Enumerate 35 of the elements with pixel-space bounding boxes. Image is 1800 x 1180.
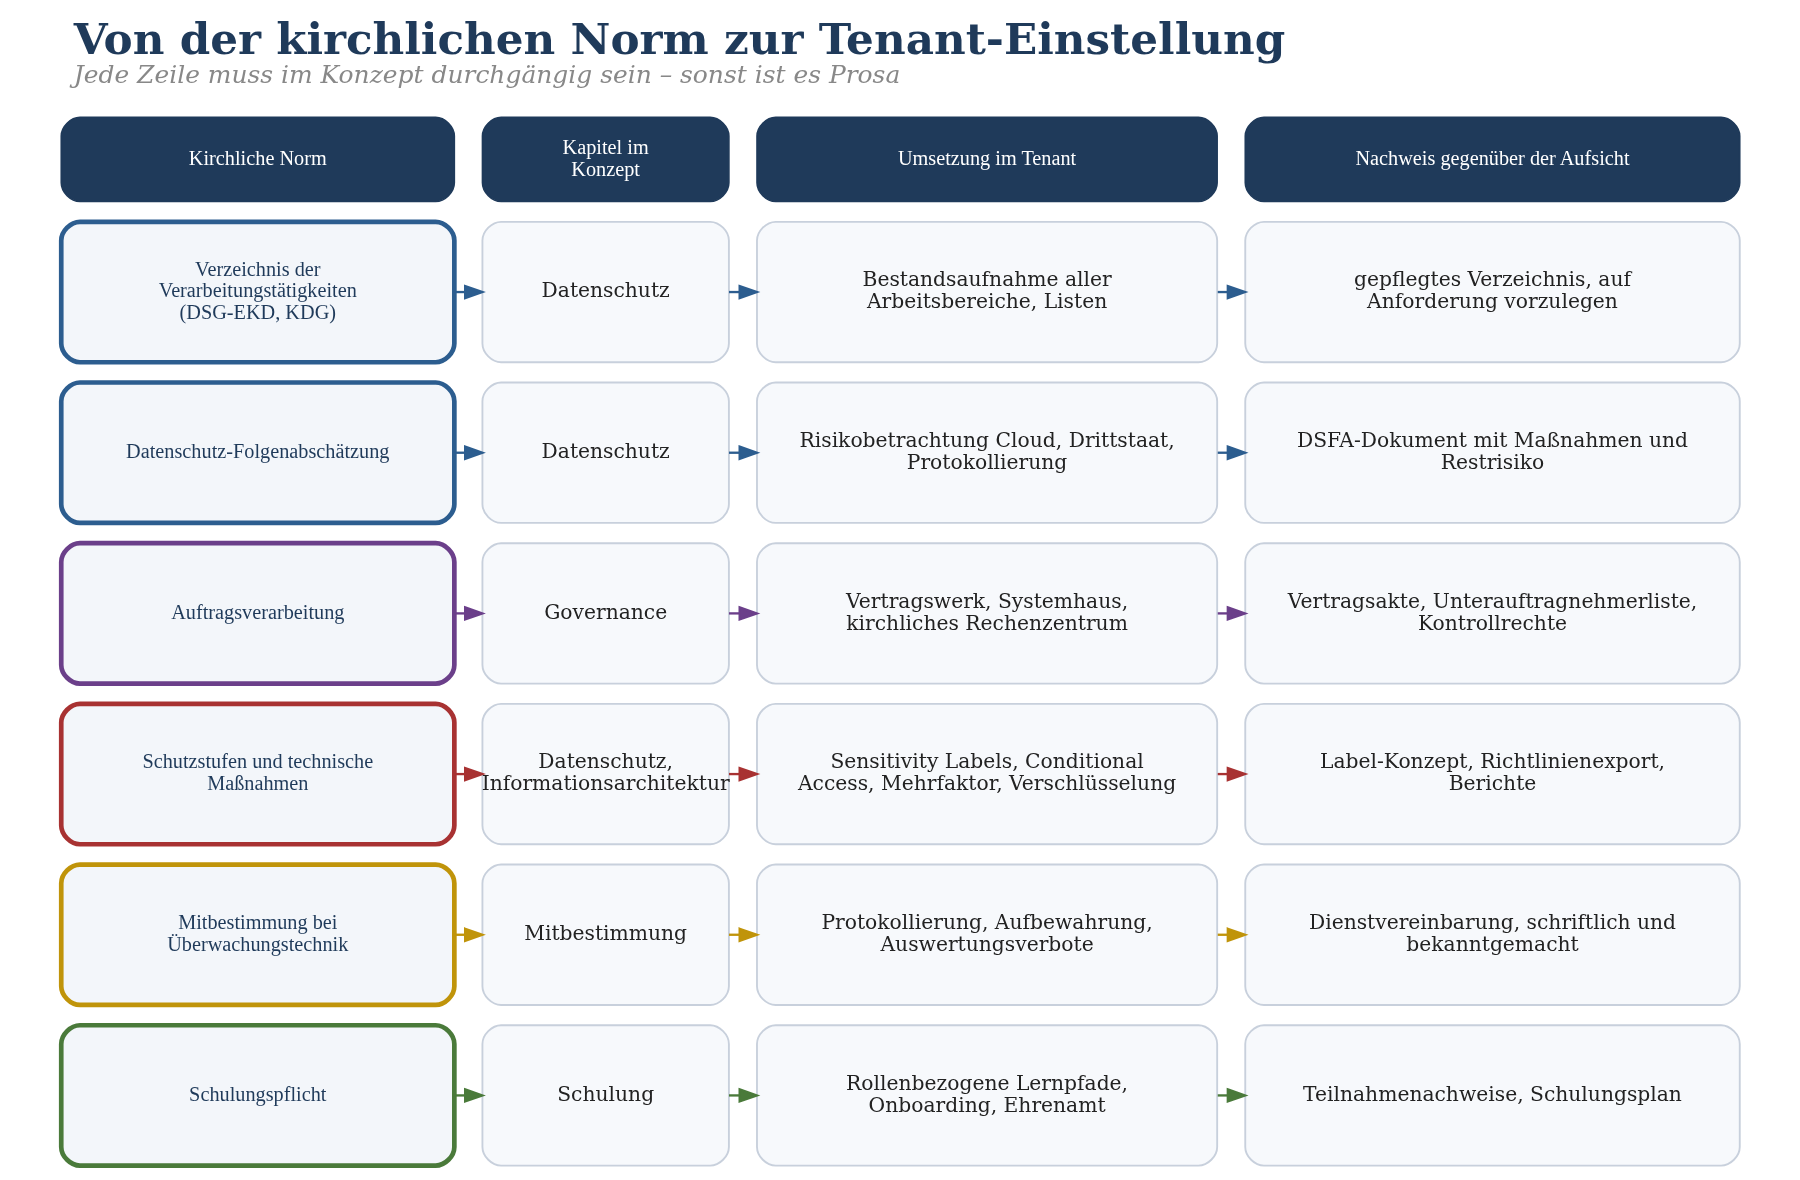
node-box: Bestandsaufnahme aller Arbeitsbereiche, Listen	[755, 220, 1218, 364]
node-box: Verzeichnis der Verarbeitungstätigkeiten (DSG-EKD, KDG)	[58, 219, 457, 365]
node-box: Teilnahmenachweise, Schulungsplan	[1243, 1024, 1741, 1167]
node-box: Datenschutz, Informationsarchitektur	[481, 702, 730, 846]
node-box: Auftragsverarbeitung	[58, 540, 457, 686]
node-box: Schulung	[481, 1024, 730, 1167]
node-box: Datenschutz-Folgenabschätzung	[58, 380, 457, 526]
node-box: Vertragswerk, Systemhaus, kirchliches Rechenzentrum	[755, 542, 1218, 685]
arrow	[1217, 605, 1249, 622]
node-box: Risikobetrachtung Cloud, Drittstaat, Protokollierung	[755, 381, 1218, 524]
node-box: Mitbestimmung bei Überwachungstechnik	[58, 862, 457, 1008]
node-box: Schutzstufen und technische Maßnahmen	[58, 701, 457, 847]
node-box: Datenschutz	[481, 381, 730, 524]
node-box: Rollenbezogene Lernpfade, Onboarding, Ehrenamt	[755, 1024, 1218, 1167]
node-box: Protokollierung, Aufbewahrung, Auswertungsverbote	[755, 863, 1218, 1006]
node-box: Dienstvereinbarung, schriftlich und bekanntgemacht	[1243, 863, 1741, 1006]
node-box: gepflegtes Verzeichnis, auf Anforderung vorzulegen	[1243, 220, 1741, 364]
arrow	[728, 605, 760, 622]
arrow	[453, 605, 486, 622]
node-box: Kapitel im Konzept	[481, 116, 730, 203]
arrow	[728, 1087, 760, 1104]
node-box: Vertragsakte, Unterauftragnehmerliste, Kontrollrechte	[1243, 542, 1741, 685]
node-box: Label-Konzept, Richtlinienexport, Berichte	[1243, 702, 1741, 846]
node-box: Schulungspflicht	[58, 1022, 457, 1168]
node-box: DSFA-Dokument mit Maßnahmen und Restrisiko	[1243, 381, 1741, 524]
diagram-title: Von der kirchlichen Norm zur Tenant-Einstellung	[73, 13, 1285, 64]
node-box: Governance	[481, 542, 730, 685]
node-box: Kirchliche Norm	[59, 116, 455, 203]
node-box: Sensitivity Labels, Conditional Access, Mehrfaktor, Verschlüsselung	[755, 702, 1218, 846]
node-box: Nachweis gegenüber der Aufsicht	[1243, 116, 1741, 203]
node-box: Mitbestimmung	[481, 863, 730, 1006]
arrow	[453, 1087, 486, 1104]
node-box: Datenschutz	[481, 220, 730, 364]
node-box: Umsetzung im Tenant	[755, 116, 1218, 203]
arrow	[1217, 1087, 1249, 1104]
